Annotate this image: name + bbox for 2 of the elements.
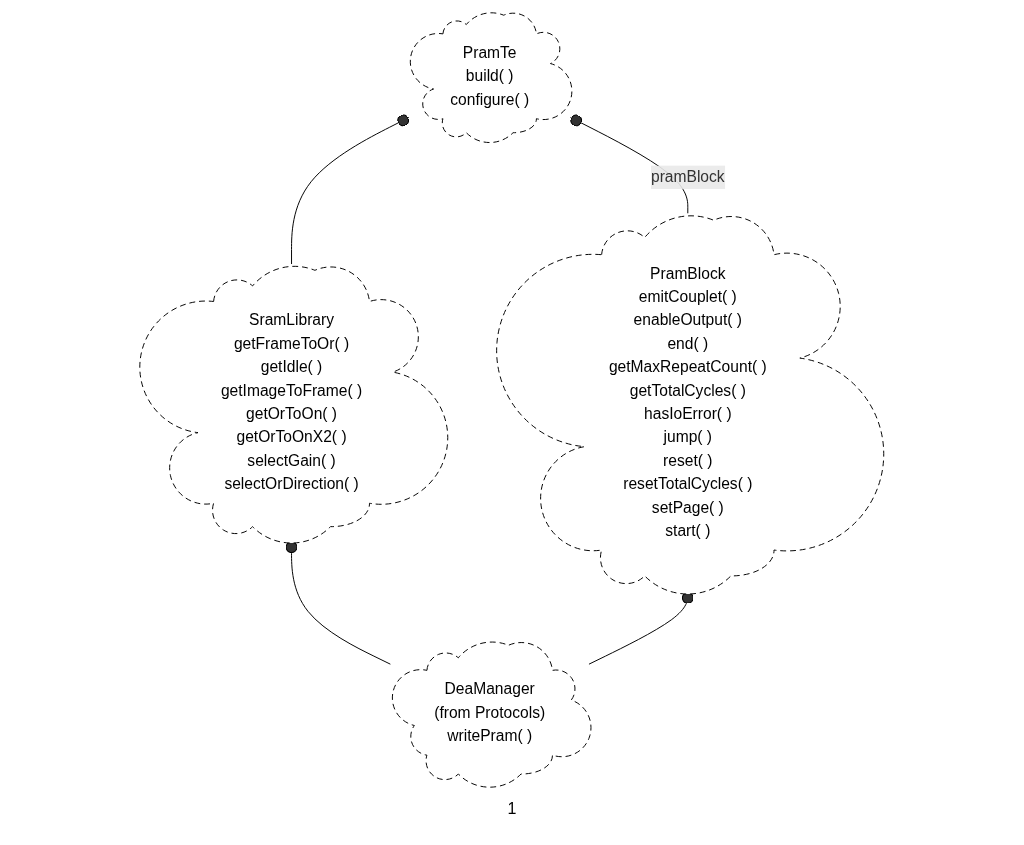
edge-label: pramBlock <box>651 168 725 186</box>
multiplicity-label: 1 <box>507 800 517 817</box>
